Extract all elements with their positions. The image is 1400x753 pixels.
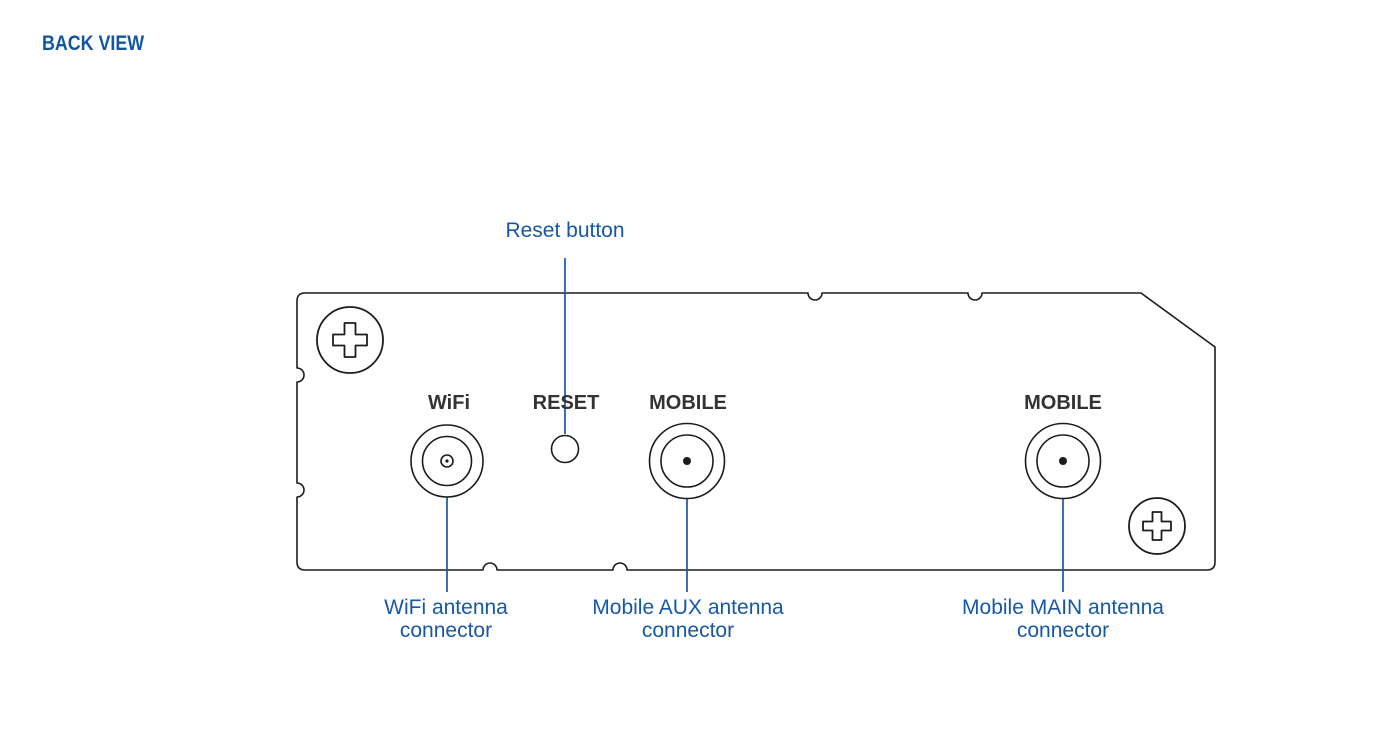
mobile-main-callout-line2: connector — [1016, 619, 1110, 642]
mobile-main-antenna-connector — [1024, 422, 1102, 500]
reset-button-hole — [550, 434, 580, 464]
phillips-screw-bottom-right-icon — [1128, 497, 1186, 555]
panel-outline — [296, 292, 1216, 571]
mobile-aux-port-label: MOBILE — [649, 392, 727, 414]
wifi-callout-line2: connector — [399, 619, 493, 642]
mobile-aux-callout: Mobile AUX antenna connector — [592, 596, 783, 642]
mobile-main-port-label: MOBILE — [1024, 392, 1102, 414]
mobile-aux-callout-line2: connector — [641, 619, 735, 642]
wifi-callout: WiFi antenna connector — [384, 596, 508, 642]
wifi-port-label: WiFi — [427, 392, 471, 414]
mobile-main-callout: Mobile MAIN antenna connector — [962, 596, 1164, 642]
reset-callout: Reset button — [505, 219, 625, 242]
wifi-callout-line1: WiFi antenna — [384, 596, 508, 619]
phillips-screw-top-left-icon — [316, 306, 384, 374]
wifi-antenna-connector — [410, 424, 484, 498]
mobile-main-callout-line1: Mobile MAIN antenna — [962, 596, 1164, 619]
mobile-aux-callout-line1: Mobile AUX antenna — [592, 596, 784, 619]
mobile-aux-antenna-connector — [648, 422, 726, 500]
reset-port-label: RESET — [532, 392, 600, 414]
back-view-title: BACK VIEW — [42, 32, 145, 55]
